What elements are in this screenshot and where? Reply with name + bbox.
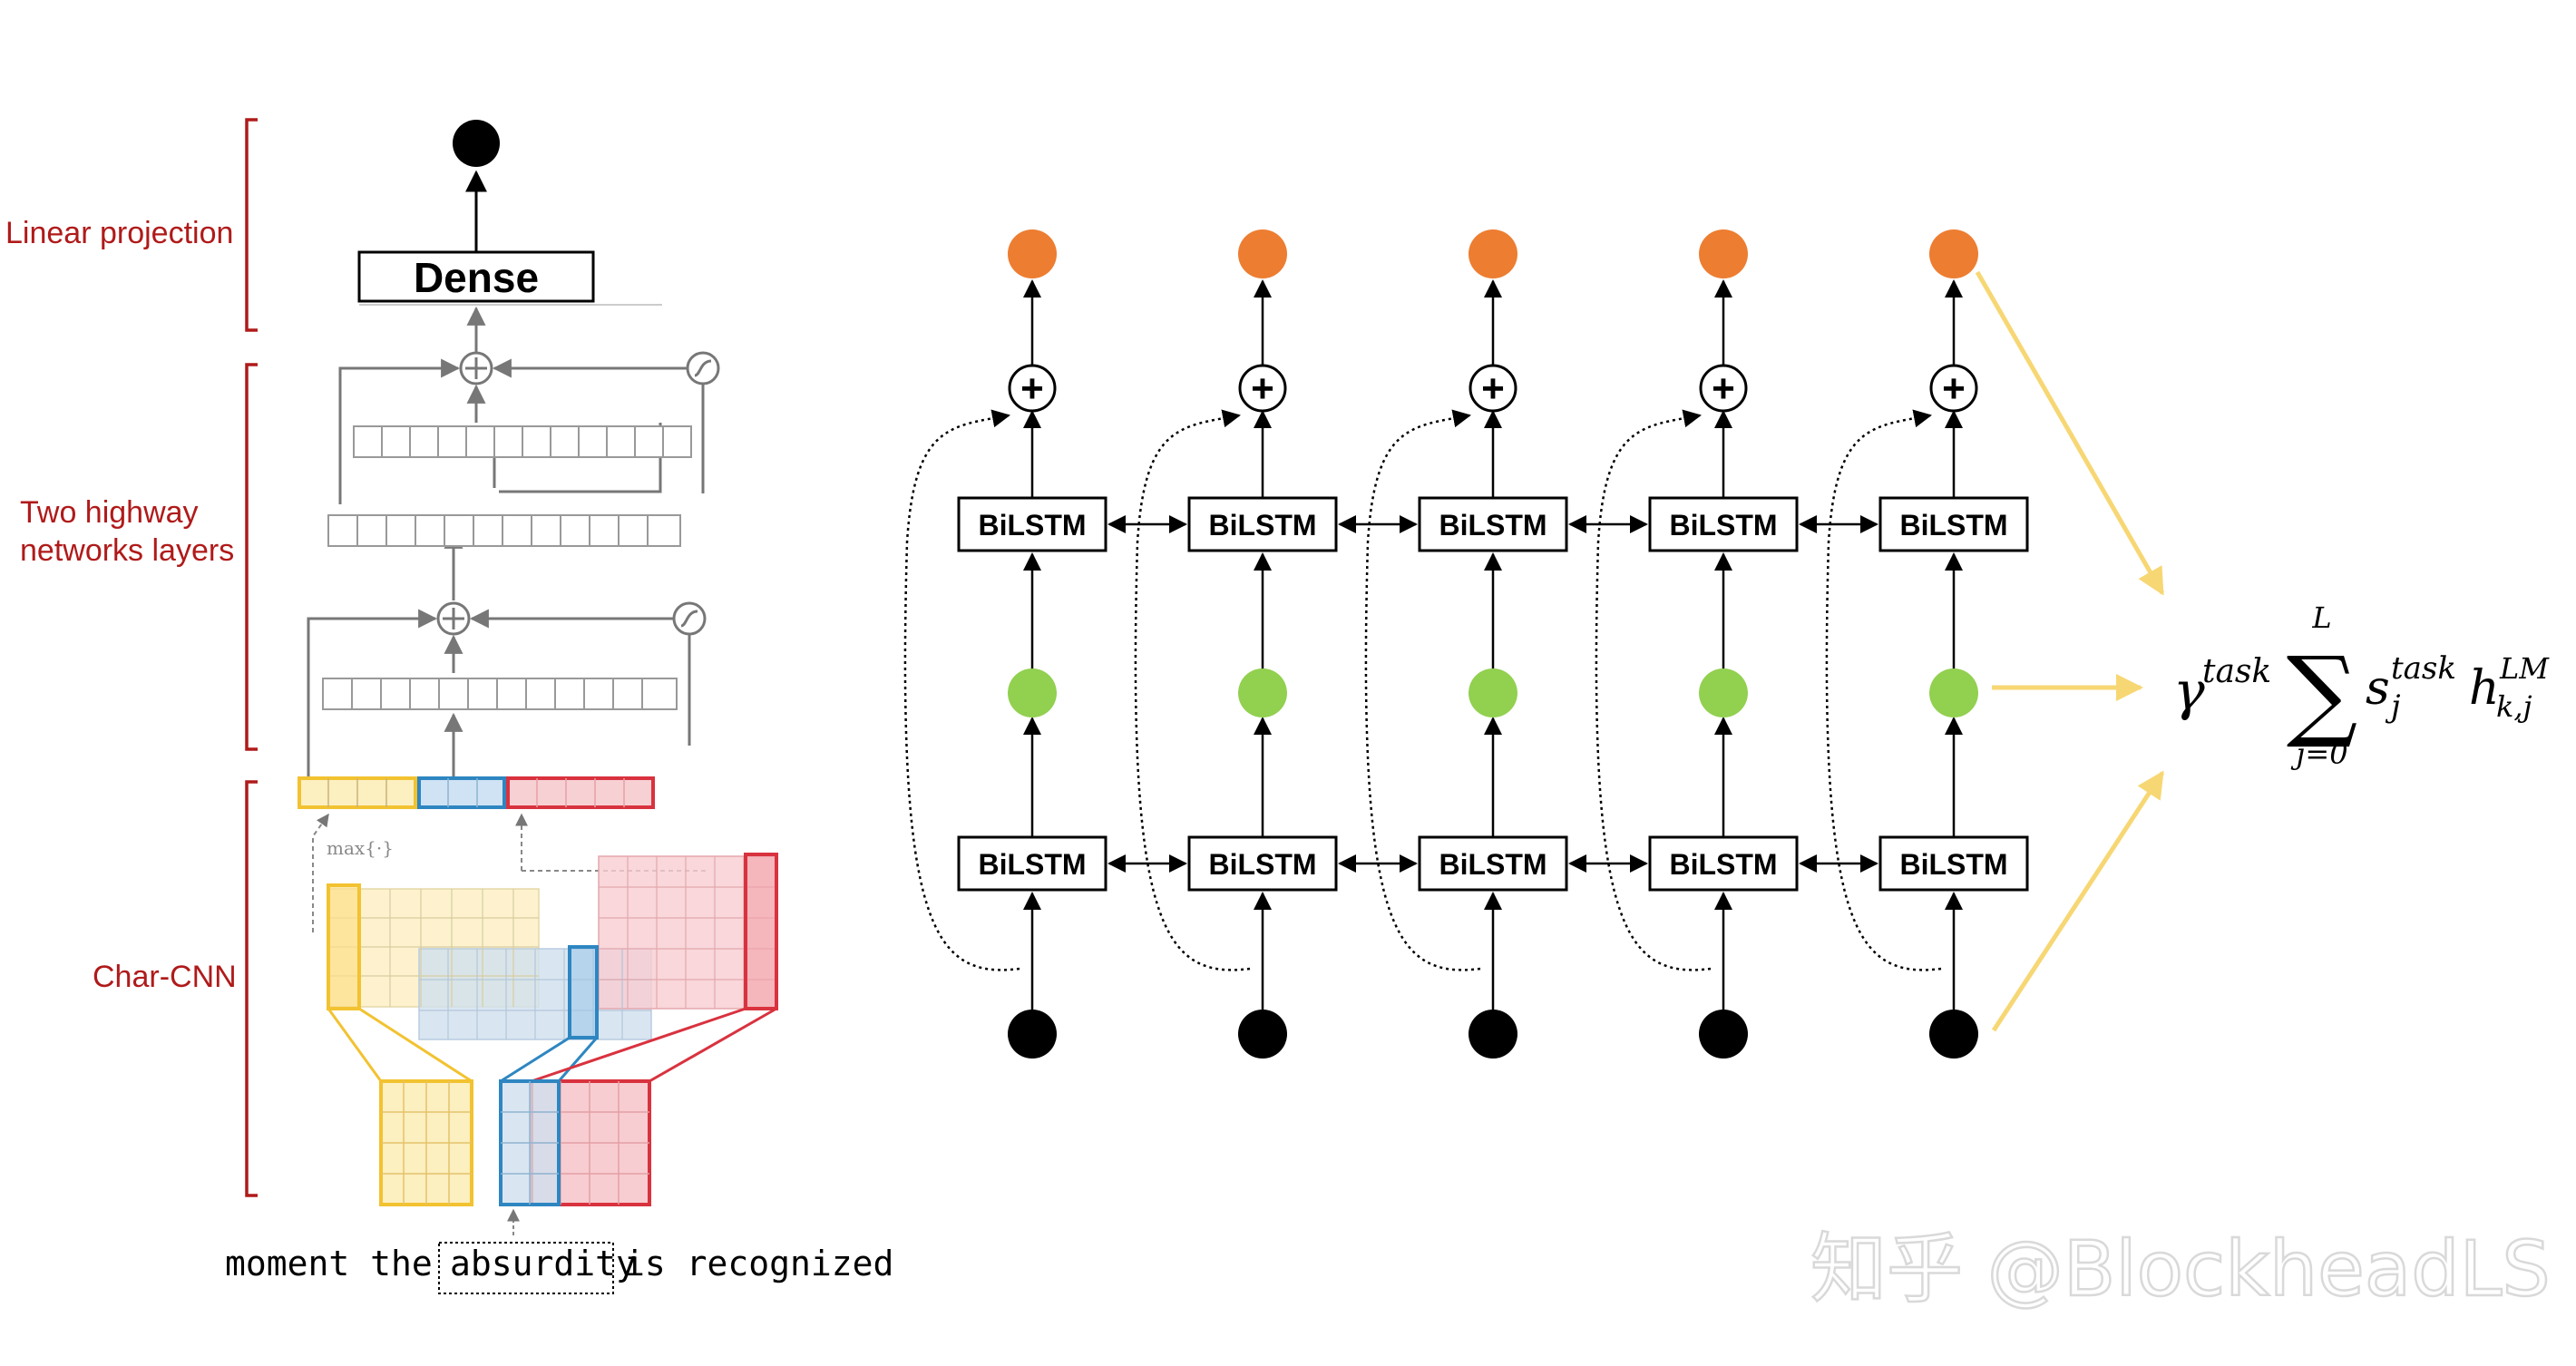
bilstm-top-label-4: BiLSTM	[1669, 509, 1777, 542]
vector-red-segment	[506, 776, 655, 809]
input-node-1	[1008, 1010, 1057, 1059]
plus-circle-3	[1469, 364, 1517, 413]
output-node-4	[1699, 229, 1748, 278]
arrow-from-top-layer	[1975, 270, 2165, 596]
plus-circle-2	[1238, 364, 1287, 413]
output-node-3	[1469, 229, 1517, 278]
formula-h-kj: k,j	[2496, 689, 2532, 724]
arrow-from-bottom-layer	[1991, 770, 2165, 1032]
bilstm-bottom-box-2	[1187, 835, 1338, 892]
highway-gate-lower	[672, 601, 707, 636]
hidden-node-5	[1929, 668, 1978, 717]
dense-label: Dense	[414, 254, 539, 301]
hidden-node-3	[1469, 668, 1517, 717]
filter-red-column	[744, 853, 778, 1010]
bilstm-top-label-3: BiLSTM	[1439, 509, 1547, 542]
bracket-char-cnn	[245, 780, 258, 1197]
bilstm-top-label-2: BiLSTM	[1208, 509, 1316, 542]
output-node	[453, 120, 500, 167]
highway-cells-middle	[327, 514, 681, 547]
bilstm-top-box-2	[1187, 496, 1338, 552]
sentence-before: moment the	[225, 1244, 433, 1283]
sentence-after: is recognized	[624, 1244, 893, 1283]
highway-cells-lower	[322, 678, 678, 710]
plus-circle-4	[1699, 364, 1748, 413]
residual-connection-4	[1595, 409, 1712, 971]
left-brackets	[245, 118, 258, 1197]
bilstm-bottom-label-4: BiLSTM	[1669, 848, 1777, 881]
formula-sum-upper: L	[2311, 600, 2331, 635]
charcnn-output-vector	[298, 776, 655, 809]
formula-s-task: task	[2391, 650, 2456, 687]
highlighted-word-box	[438, 1242, 614, 1294]
aggregation-arrows	[1975, 270, 2165, 1032]
label-highway-line2: networks layers	[20, 533, 234, 568]
output-node-5	[1929, 229, 1978, 278]
elmo-formula: γ task L ∑ j=0 s task j h LM k,j	[2173, 600, 2550, 771]
vector-blue-segment	[417, 776, 506, 809]
residual-connection-3	[1364, 409, 1481, 971]
hidden-node-1	[1008, 668, 1057, 717]
max-pool-label: max{·}	[327, 837, 394, 859]
highway-networks	[307, 306, 720, 778]
bilstm-stack: + BiLSTM BiLSTM + BiLSTM BiLSTM + BiLSTM BiLSTM +…	[903, 229, 2029, 1059]
filter-projection-lines	[327, 1007, 777, 1083]
bilstm-bottom-label-2: BiLSTM	[1208, 848, 1316, 881]
bilstm-top-box-5	[1878, 496, 2029, 552]
bilstm-bottom-label-5: BiLSTM	[1899, 848, 2007, 881]
label-char-cnn: Char-CNN	[93, 960, 237, 994]
formula-sum: ∑	[2287, 635, 2358, 751]
formula-h: h	[2469, 661, 2500, 716]
bilstm-bottom-label-1: BiLSTM	[978, 848, 1086, 881]
label-linear-projection: Linear projection	[5, 216, 233, 250]
bilstm-top-box-3	[1418, 496, 1568, 552]
filter-yellow-column	[327, 883, 361, 1010]
hidden-node-4	[1699, 668, 1748, 717]
bilstm-top-box-4	[1648, 496, 1799, 552]
sentence-highlighted-word: absurdity	[450, 1244, 637, 1283]
plus-symbol-4: +	[1712, 366, 1735, 411]
bilstm-bottom-box-3	[1418, 835, 1568, 892]
formula-sum-lower: j=0	[2290, 737, 2347, 771]
input-node-4	[1699, 1010, 1748, 1059]
bracket-linear-projection	[245, 118, 258, 332]
plus-symbol-1: +	[1020, 366, 1044, 411]
formula-s: s	[2366, 661, 2390, 716]
input-node-3	[1469, 1010, 1517, 1059]
input-node-5	[1929, 1010, 1978, 1059]
bracket-highway	[245, 363, 258, 751]
formula-h-lm: LM	[2499, 651, 2550, 686]
bilstm-top-label-1: BiLSTM	[978, 509, 1086, 542]
highway-gate-upper	[686, 351, 720, 385]
watermark: 知乎 @BlockheadLS	[1810, 1225, 2551, 1313]
bilstm-bottom-label-3: BiLSTM	[1439, 848, 1547, 881]
formula-gamma-task: task	[2202, 653, 2271, 690]
input-node-2	[1238, 1010, 1287, 1059]
char-embedding-matrix	[379, 1079, 651, 1206]
bilstm-top-label-5: BiLSTM	[1899, 509, 2007, 542]
feature-maps	[327, 853, 778, 1040]
formula-gamma: γ	[2173, 660, 2205, 722]
bilstm-bottom-box-1	[957, 835, 1107, 892]
residual-connection-1	[903, 409, 1020, 971]
residual-connection-2	[1134, 409, 1251, 971]
label-highway-line1: Two highway	[20, 495, 199, 530]
hidden-node-2	[1238, 668, 1287, 717]
bilstm-bottom-box-5	[1878, 835, 2029, 892]
plus-circle-1	[1008, 364, 1057, 413]
output-node-1	[1008, 229, 1057, 278]
residual-connection-5	[1825, 409, 1942, 971]
plus-symbol-3: +	[1481, 366, 1505, 411]
output-node-2	[1238, 229, 1287, 278]
bilstm-bottom-box-4	[1648, 835, 1799, 892]
filter-blue-column	[568, 945, 599, 1039]
plus-circle-5	[1929, 364, 1978, 413]
dense-box	[357, 250, 595, 303]
bilstm-top-box-1	[957, 496, 1107, 552]
plus-symbol-2: +	[1251, 366, 1274, 411]
plus-symbol-5: +	[1942, 366, 1966, 411]
highway-cells-upper	[353, 425, 692, 458]
